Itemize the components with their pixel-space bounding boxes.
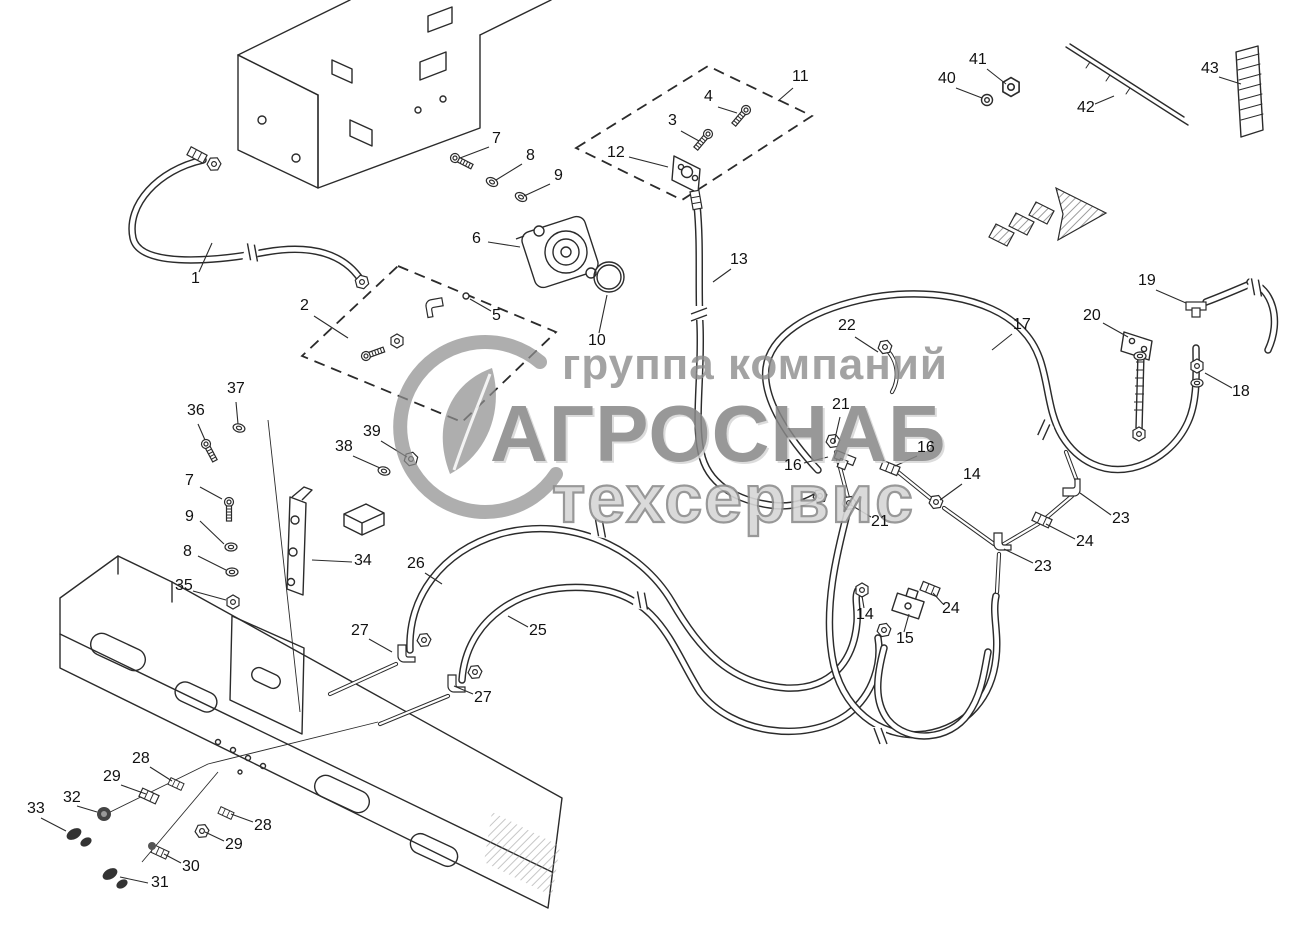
callout-40: 40 bbox=[938, 70, 956, 87]
callout-35: 35 bbox=[175, 577, 193, 594]
callout-19: 19 bbox=[1138, 272, 1156, 289]
callout-20: 20 bbox=[1083, 307, 1101, 324]
callout-38: 38 bbox=[335, 438, 353, 455]
callout-14-b: 14 bbox=[856, 606, 874, 623]
frame-hatched-edge bbox=[484, 812, 560, 896]
callout-17: 17 bbox=[1013, 316, 1031, 333]
callout-42: 42 bbox=[1077, 99, 1095, 116]
dashed-detail-boxes bbox=[300, 64, 814, 424]
wing-clamps-and-knob bbox=[66, 807, 128, 889]
bracket-34-illustration bbox=[286, 486, 313, 596]
callout-23-a: 23 bbox=[1112, 510, 1130, 527]
callout-16-b: 16 bbox=[917, 439, 935, 456]
callout-25: 25 bbox=[529, 622, 547, 639]
callout-2: 2 bbox=[300, 297, 309, 314]
callout-18: 18 bbox=[1232, 383, 1250, 400]
callout-30: 30 bbox=[182, 858, 200, 875]
callout-21-a: 21 bbox=[832, 396, 850, 413]
callout-4-a: 4 bbox=[704, 88, 713, 105]
callout-6: 6 bbox=[472, 230, 481, 247]
callout-27-a: 27 bbox=[351, 622, 369, 639]
callout-43: 43 bbox=[1201, 60, 1219, 77]
callout-12: 12 bbox=[607, 144, 625, 161]
valve-15-illustration bbox=[891, 587, 925, 620]
callout-37: 37 bbox=[227, 380, 245, 397]
direction-arrow bbox=[988, 186, 1108, 247]
callout-23-b: 23 bbox=[1034, 558, 1052, 575]
callout-14-a: 14 bbox=[963, 466, 981, 483]
cable-tie-illustration bbox=[1065, 43, 1189, 126]
callout-5: 5 bbox=[492, 307, 501, 324]
callout-13: 13 bbox=[730, 251, 748, 268]
callout-26: 26 bbox=[407, 555, 425, 572]
callout-7-a: 7 bbox=[492, 130, 501, 147]
callout-8-b: 8 bbox=[183, 543, 192, 560]
pump-flange-illustration bbox=[515, 215, 599, 289]
callout-32: 32 bbox=[63, 789, 81, 806]
callout-11: 11 bbox=[792, 68, 809, 85]
connector-box-illustration bbox=[343, 503, 385, 536]
callout-29-b: 29 bbox=[225, 836, 243, 853]
coil-spring-illustration bbox=[1235, 45, 1264, 138]
callout-24-a: 24 bbox=[1076, 533, 1094, 550]
leader-lines bbox=[40, 68, 1242, 884]
rigid-pipes bbox=[327, 345, 1081, 727]
hydraulic-hoses bbox=[128, 156, 1279, 740]
callout-22: 22 bbox=[838, 317, 856, 334]
callout-3-a: 3 bbox=[668, 112, 677, 129]
callout-7-b: 7 bbox=[185, 472, 194, 489]
callout-27-b: 27 bbox=[474, 689, 492, 706]
callout-28-a: 28 bbox=[132, 750, 150, 767]
callout-31: 31 bbox=[151, 874, 169, 891]
callout-34: 34 bbox=[354, 552, 372, 569]
frame-illustration bbox=[59, 555, 563, 909]
callout-21-b: 21 bbox=[871, 513, 889, 530]
reservoir-illustration bbox=[237, 0, 552, 189]
hose-break-marks bbox=[241, 241, 1266, 746]
callout-1: 1 bbox=[191, 270, 200, 287]
callout-28-b: 28 bbox=[254, 817, 272, 834]
o-ring-illustration bbox=[593, 261, 625, 293]
callout-10: 10 bbox=[588, 332, 606, 349]
construction-lines bbox=[97, 419, 379, 863]
callout-41: 41 bbox=[969, 51, 987, 68]
callout-39: 39 bbox=[363, 423, 381, 440]
callout-16-a: 16 bbox=[784, 457, 802, 474]
callout-29-a: 29 bbox=[103, 768, 121, 785]
flange-12-illustration bbox=[671, 155, 701, 194]
callout-9-a: 9 bbox=[554, 167, 563, 184]
callout-24-b: 24 bbox=[942, 600, 960, 617]
fasteners-and-fittings bbox=[138, 76, 1207, 860]
callout-36: 36 bbox=[187, 402, 205, 419]
callout-15: 15 bbox=[896, 630, 914, 647]
callout-8-a: 8 bbox=[526, 147, 535, 164]
callout-33: 33 bbox=[27, 800, 45, 817]
callout-9-b: 9 bbox=[185, 508, 194, 525]
bracket-20-illustration bbox=[1120, 331, 1153, 431]
